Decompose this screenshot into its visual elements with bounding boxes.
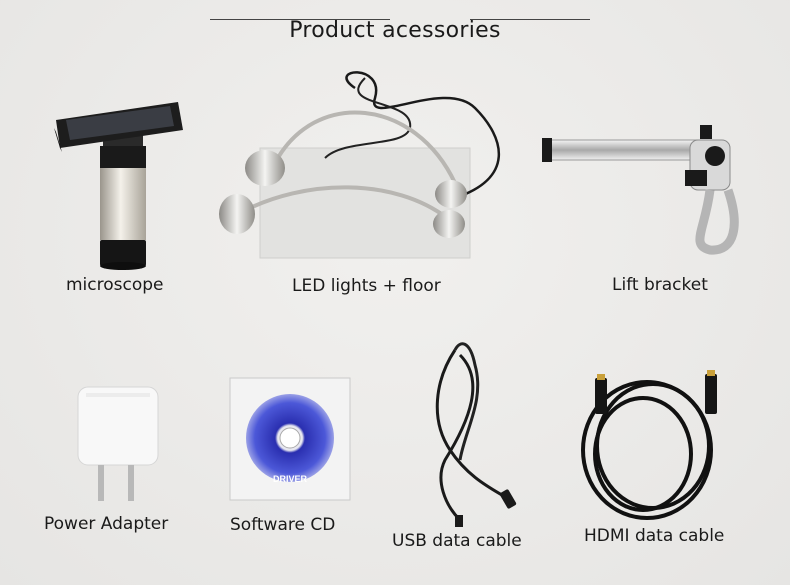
lift-bracket-icon [542,125,739,255]
software-cd-icon: DRIVER [229,377,351,501]
usb-cable-icon [435,342,517,527]
software-cd-label: Software CD [230,515,336,535]
hdmi-cable-icon [581,370,717,520]
title-rule-right [470,19,590,20]
lift-bracket-label: Lift bracket [612,275,708,295]
microscope-label: microscope [66,275,164,295]
cd-disc-text: DRIVER [273,474,308,484]
page-title: Product acessories [289,18,501,43]
usb-cable-label: USB data cable [392,531,522,551]
digital-microscope-icon [54,102,183,270]
led-lights-label: LED lights + floor [292,276,441,296]
led-lights-base-icon [219,71,501,259]
power-adapter-icon [77,386,159,501]
hdmi-cable-label: HDMI data cable [584,526,725,546]
power-adapter-label: Power Adapter [44,514,169,534]
title-rule-left [210,19,390,20]
